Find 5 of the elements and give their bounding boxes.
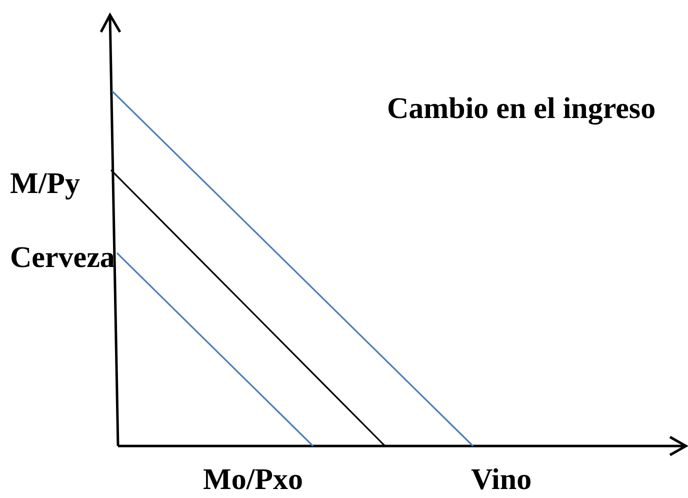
axis-label: Mo/Pxo	[203, 465, 303, 495]
axis-label: Vino	[471, 465, 532, 495]
chart-title: Cambio en el ingreso	[387, 94, 656, 124]
axis-label: Cerveza	[10, 243, 115, 273]
axis-label: M/Py	[10, 169, 80, 199]
